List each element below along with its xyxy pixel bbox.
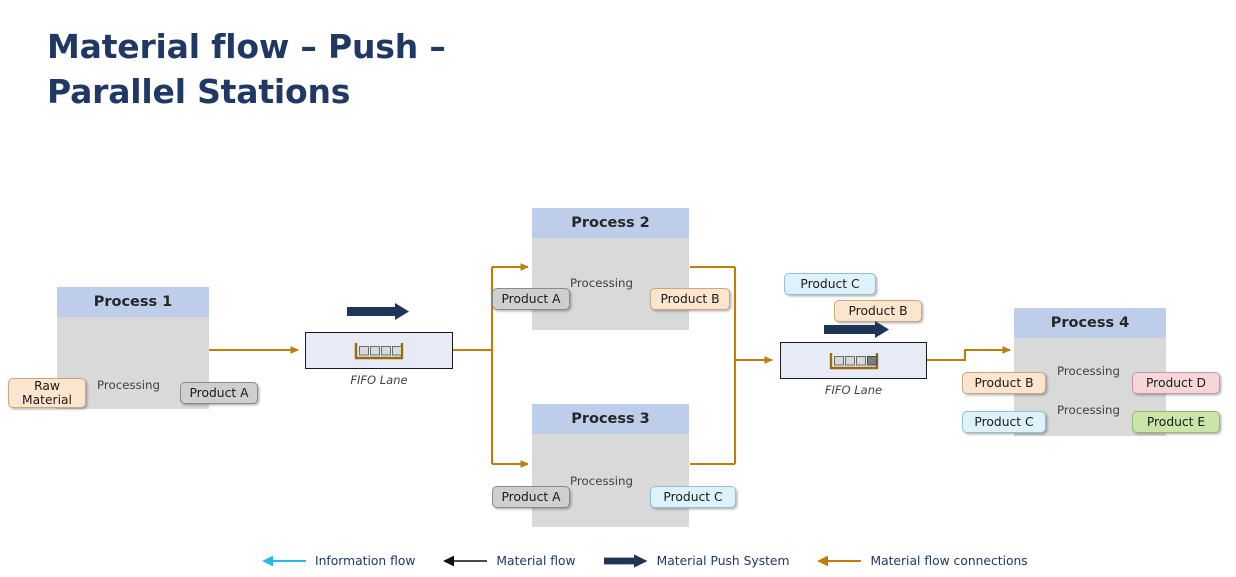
fifo-lane-2-caption: FIFO Lane <box>824 383 883 397</box>
legend-item-material-push-system: Material Push System <box>603 554 790 568</box>
node-fifo2-product-c-label: Product C <box>800 277 860 291</box>
page-title: Material flow – Push –Parallel Stations <box>47 27 446 111</box>
fifo-slots-icon-1 <box>354 342 404 359</box>
process-3-header: Process 3 <box>532 404 689 434</box>
legend-label-material-flow: Material flow <box>496 554 576 568</box>
fifo-slots-icon-2 <box>829 352 878 369</box>
node-p2-product-a[interactable]: Product A <box>492 288 570 310</box>
process-4-edge-label-top: Processing <box>1057 364 1120 378</box>
process-3-edge-label: Processing <box>570 474 633 488</box>
legend-item-material-flow: Material flow <box>443 554 576 568</box>
node-p3-product-a[interactable]: Product A <box>492 486 570 508</box>
process-1-edge-label: Processing <box>97 378 160 392</box>
node-raw-material[interactable]: Raw Material <box>8 378 86 408</box>
node-p4-product-b-label: Product B <box>974 376 1034 390</box>
node-p1-product-a-label: Product A <box>189 386 249 400</box>
process-3-title: Process 3 <box>571 411 650 427</box>
fifo-lane-2[interactable] <box>780 342 927 379</box>
node-p2-product-b[interactable]: Product B <box>650 288 730 310</box>
node-p4-product-e-label: Product E <box>1146 415 1206 429</box>
process-1-title: Process 1 <box>93 294 173 310</box>
push-arrow-icon <box>603 554 648 568</box>
legend-label-material-push-system: Material Push System <box>656 554 790 568</box>
push-arrow-1-icon <box>347 303 409 320</box>
node-p4-product-b[interactable]: Product B <box>962 372 1046 394</box>
node-p2-product-a-label: Product A <box>501 292 561 306</box>
connection-fifo2-to-p4 <box>927 346 1012 362</box>
node-fifo2-product-b[interactable]: Product B <box>834 300 922 322</box>
node-p4-product-c[interactable]: Product C <box>962 411 1046 433</box>
node-fifo2-product-b-label: Product B <box>848 304 908 318</box>
node-p3-product-a-label: Product A <box>501 490 561 504</box>
process-3-block[interactable]: Process 3 <box>532 404 689 527</box>
node-p2-product-b-label: Product B <box>660 292 720 306</box>
process-3-body <box>532 434 689 527</box>
arrow-left-icon <box>262 555 306 567</box>
process-4-edge-label-bottom: Processing <box>1057 403 1120 417</box>
node-p1-product-a[interactable]: Product A <box>180 382 258 404</box>
legend: Information flow Material flow Material … <box>262 549 1056 573</box>
legend-item-material-flow-connections: Material flow connections <box>817 554 1028 568</box>
node-fifo2-product-c[interactable]: Product C <box>784 273 876 295</box>
process-4-title: Process 4 <box>1050 315 1130 331</box>
node-raw-material-label: Raw Material <box>22 379 72 407</box>
legend-label-material-flow-connections: Material flow connections <box>870 554 1028 568</box>
node-p3-product-c-label: Product C <box>663 490 723 504</box>
process-2-block[interactable]: Process 2 <box>532 208 689 330</box>
process-4-header: Process 4 <box>1014 308 1166 338</box>
process-2-title: Process 2 <box>571 215 650 231</box>
arrow-left-icon <box>817 555 862 567</box>
legend-label-information-flow: Information flow <box>315 554 416 568</box>
node-p3-product-c[interactable]: Product C <box>650 486 736 508</box>
arrow-left-icon <box>443 555 488 567</box>
push-arrow-2-icon <box>824 321 889 338</box>
fifo-lane-1-caption: FIFO Lane <box>350 373 408 387</box>
fifo-lane-1[interactable] <box>305 332 453 369</box>
node-p4-product-d-label: Product D <box>1145 376 1207 390</box>
node-p4-product-e[interactable]: Product E <box>1132 411 1220 433</box>
process-2-edge-label: Processing <box>570 276 633 290</box>
process-2-header: Process 2 <box>532 208 689 238</box>
process-1-header: Process 1 <box>57 287 209 317</box>
node-p4-product-c-label: Product C <box>974 415 1034 429</box>
legend-item-information-flow: Information flow <box>262 554 415 568</box>
node-p4-product-d[interactable]: Product D <box>1132 372 1220 394</box>
process-2-body <box>532 238 689 330</box>
